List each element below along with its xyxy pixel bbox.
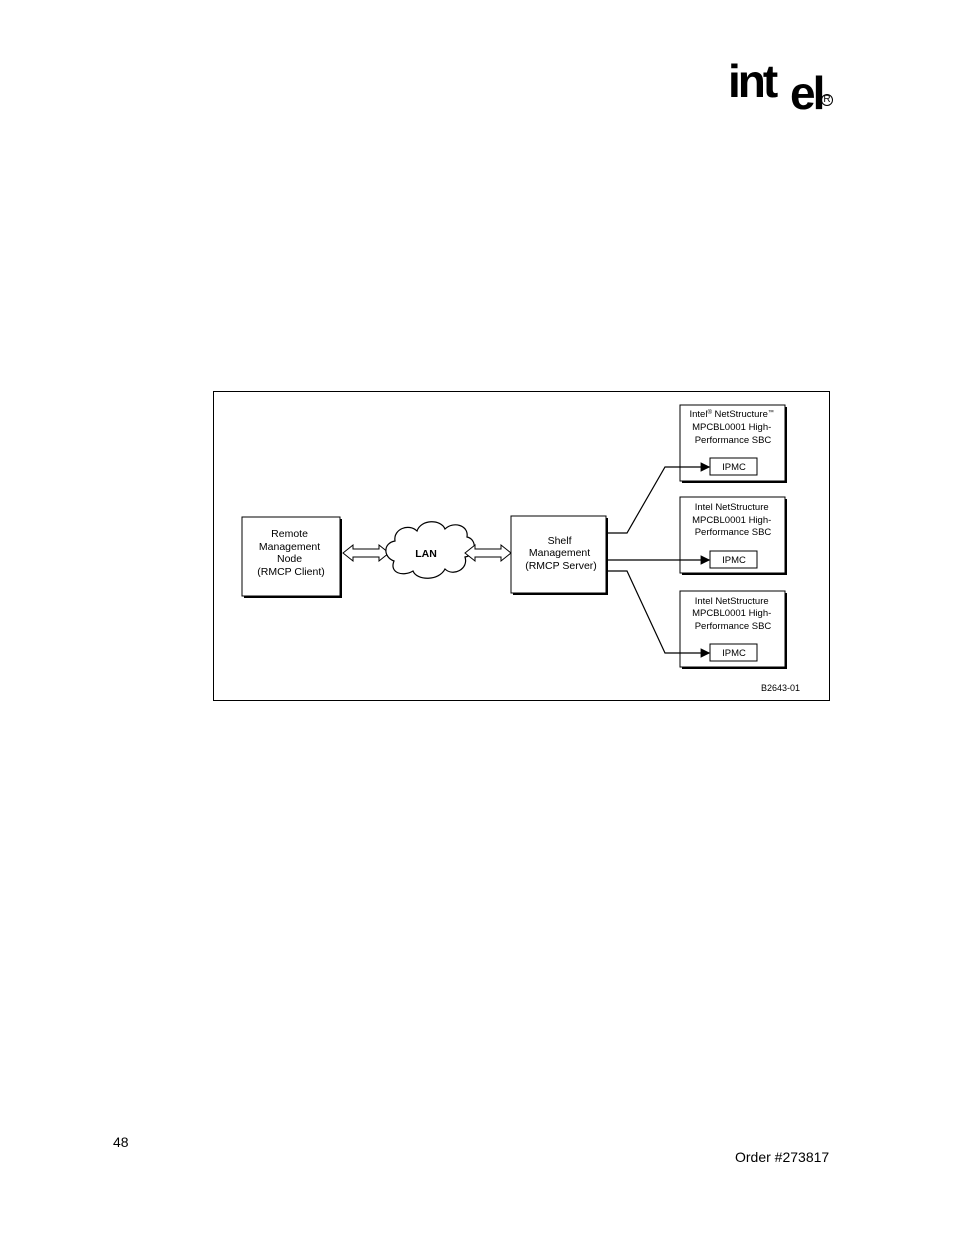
sbc2-line2: MPCBL0001 High-	[692, 515, 771, 526]
remote-node-line2: Management	[259, 541, 320, 553]
sbc1-tm: ™	[768, 409, 774, 416]
svg-text:Intel NetStructure MPCBL00: Intel NetStructure MPCBL0001 High- Perfo…	[692, 596, 774, 632]
sbc1-reg: ®	[707, 409, 712, 416]
svg-text:Remote Management Node: Remote Management Node (RMCP Client)	[257, 528, 324, 578]
logo-wordmark: int	[728, 55, 778, 107]
figure-id: B2643-01	[761, 683, 800, 693]
logo-registered-mark: R	[821, 94, 833, 106]
remote-node-box	[241, 516, 341, 597]
shelf-line3: (RMCP Server)	[525, 560, 597, 572]
sbc2-ipmc-label: IPMC	[722, 555, 746, 566]
connector-sbc1	[607, 462, 711, 534]
sbc1-line1a: Intel	[690, 409, 708, 420]
shelf-box	[510, 515, 607, 594]
svg-text:Shelf Management (RMCP: Shelf Management (RMCP Server)	[525, 535, 597, 572]
logo-wordmark-el: el	[790, 67, 825, 119]
sbc1-line1b: NetStructure	[712, 409, 768, 420]
connector-sbc3	[607, 570, 711, 658]
remote-node-line1: Remote	[271, 528, 308, 540]
intel-logo: int el R	[728, 58, 838, 120]
sbc3-line3: Performance SBC	[695, 621, 772, 632]
sbc1-line3: Performance SBC	[695, 435, 772, 446]
sbc2-line1: Intel NetStructure	[695, 502, 769, 513]
sbc1-ipmc-label: IPMC	[722, 462, 746, 473]
page-number: 48	[113, 1134, 129, 1150]
lan-label: LAN	[415, 548, 437, 560]
sbc2-line3: Performance SBC	[695, 527, 772, 538]
shelf-line1: Shelf	[548, 535, 572, 547]
sbc3-line2: MPCBL0001 High-	[692, 608, 771, 619]
order-number: Order #273817	[735, 1149, 830, 1165]
sbc1-line2: MPCBL0001 High-	[692, 422, 771, 433]
lan-cloud: LAN	[385, 521, 475, 579]
sbc3-ipmc-label: IPMC	[722, 648, 746, 659]
remote-node-line3: Node	[277, 553, 302, 565]
shelf-line2: Management	[529, 547, 590, 559]
remote-node-line4: (RMCP Client)	[257, 566, 324, 578]
sbc1-title: Intel® NetStructure™ MPCBL0001 High- Per…	[690, 406, 777, 446]
svg-text:Intel NetStructure MPCBL00: Intel NetStructure MPCBL0001 High- Perfo…	[692, 502, 774, 538]
network-diagram: Remote Management Node (RMCP Client) LAN…	[213, 391, 830, 701]
sbc3-line1: Intel NetStructure	[695, 596, 769, 607]
